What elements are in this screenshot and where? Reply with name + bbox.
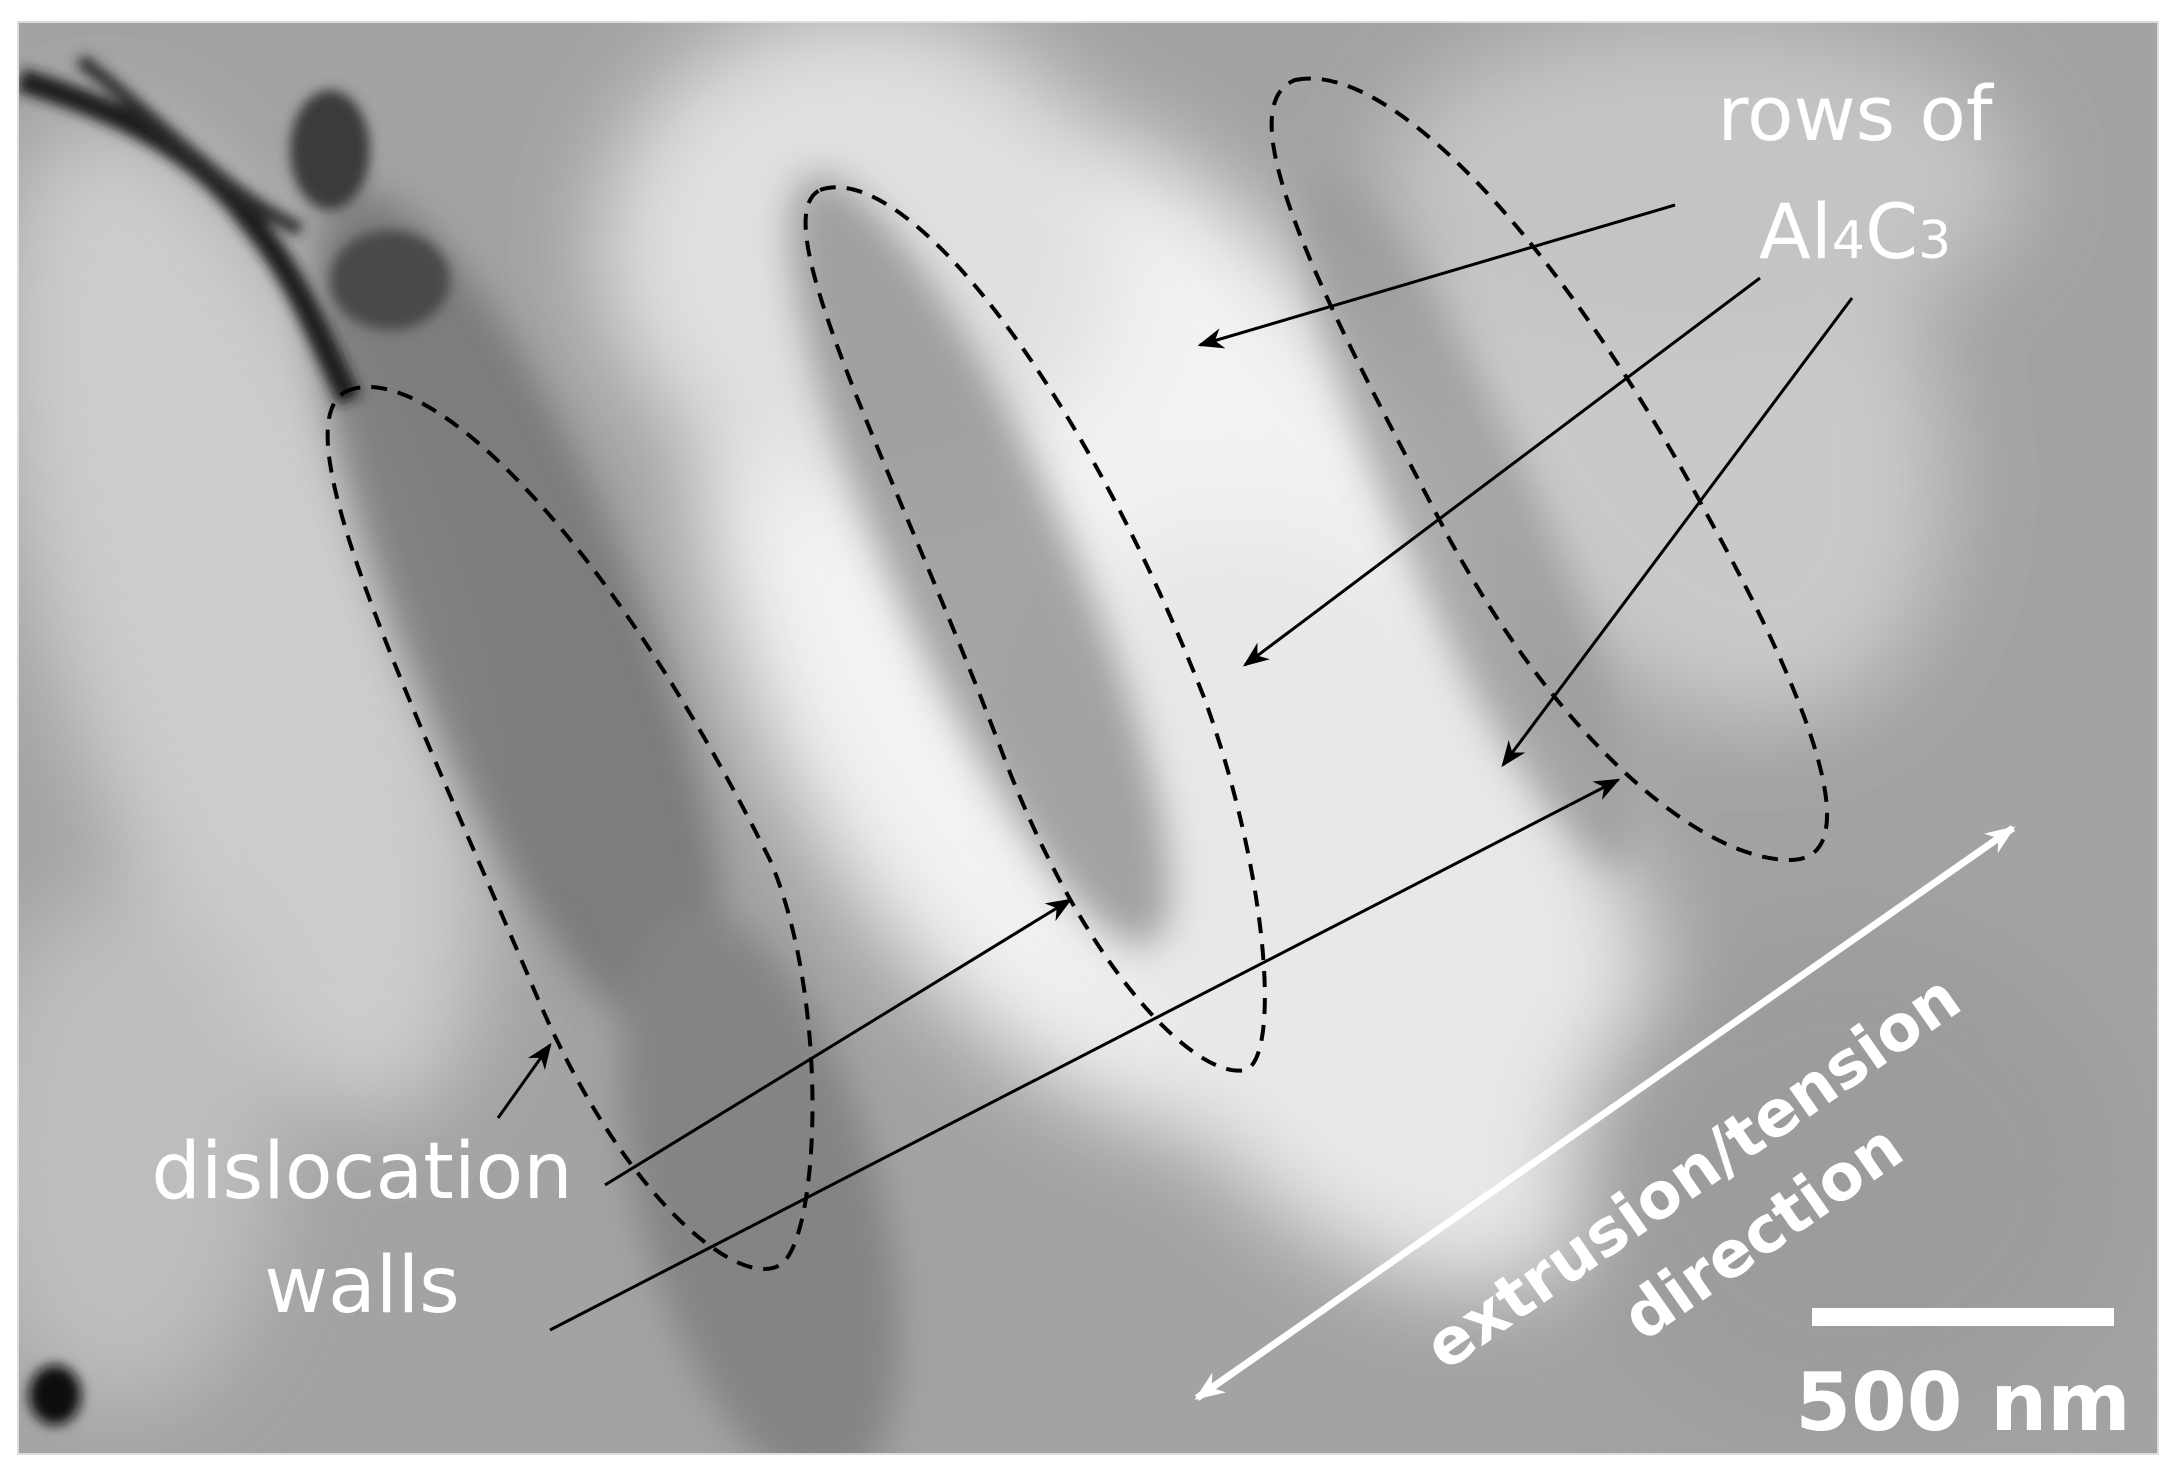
wall-outline-middle xyxy=(803,185,1267,1073)
label-rows-of-al4c3: rows of Al4C3 xyxy=(1717,69,1994,276)
label-dislocation-line2: walls xyxy=(264,1241,460,1331)
arrow-rows-2 xyxy=(1242,276,1761,667)
image-frame xyxy=(17,21,2159,1455)
arrow-walls-2 xyxy=(604,898,1073,1187)
double-headed-arrow-icon xyxy=(1194,825,2016,1401)
scale-bar-line xyxy=(1812,1308,2114,1326)
arrow-rows-1 xyxy=(1197,203,1676,349)
scale-bar: 500 nm xyxy=(1795,1308,2131,1449)
wall-outline-left xyxy=(325,385,815,1271)
label-dislocation-line1: dislocation xyxy=(151,1127,572,1217)
scale-bar-label: 500 nm xyxy=(1795,1356,2130,1449)
label-rows-line1: rows of xyxy=(1717,69,1994,158)
label-rows-formula: Al4C3 xyxy=(1759,187,1951,276)
arrow-walls-1 xyxy=(496,1042,552,1119)
arrow-rows-3 xyxy=(1501,297,1854,768)
label-dislocation-walls: dislocation walls xyxy=(151,1127,572,1331)
